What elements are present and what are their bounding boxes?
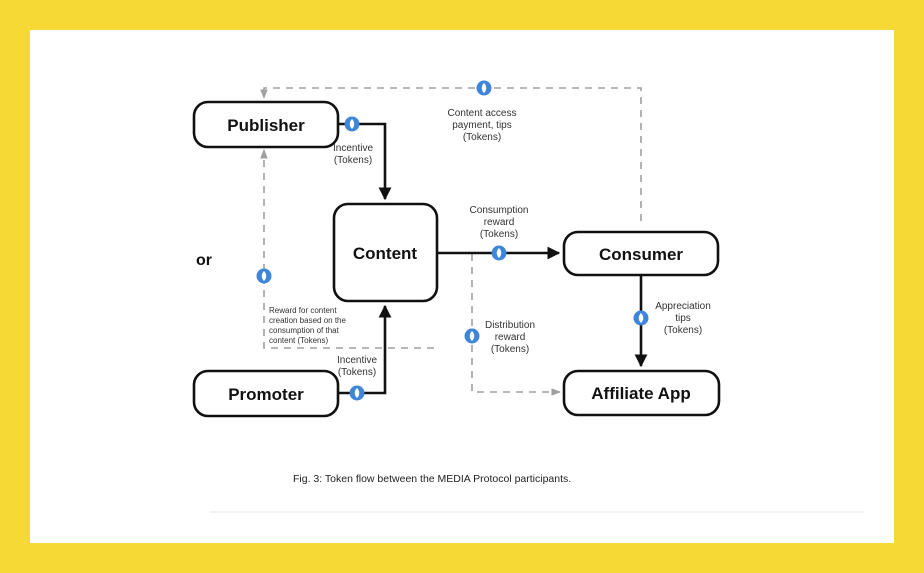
token-icon bbox=[464, 328, 480, 344]
label-line: Incentive bbox=[333, 143, 373, 154]
label-line: Incentive bbox=[337, 355, 377, 366]
node-publisher-label: Publisher bbox=[227, 116, 305, 135]
node-content: Content bbox=[332, 202, 439, 303]
label-content-access: Content access payment, tips (Tokens) bbox=[448, 108, 517, 143]
label-publisher-incentive: Incentive (Tokens) bbox=[333, 143, 373, 166]
token-icon bbox=[256, 268, 272, 284]
node-promoter-label: Promoter bbox=[228, 385, 304, 404]
label-line: (Tokens) bbox=[463, 132, 501, 143]
label-line: (Tokens) bbox=[664, 325, 702, 336]
label-line: (Tokens) bbox=[480, 229, 518, 240]
or-label: or bbox=[196, 252, 212, 269]
creation-reward-flow bbox=[260, 149, 434, 349]
node-publisher: Publisher bbox=[192, 100, 340, 149]
node-promoter: Promoter bbox=[192, 369, 340, 418]
distribution-reward-flow bbox=[471, 254, 561, 396]
label-consumption-reward: Consumption reward (Tokens) bbox=[470, 205, 529, 240]
label-distribution-reward: Distribution reward (Tokens) bbox=[485, 320, 535, 355]
label-line: (Tokens) bbox=[491, 344, 529, 355]
label-line: (Tokens) bbox=[334, 155, 372, 166]
label-line: creation based on the bbox=[269, 316, 346, 325]
node-consumer: Consumer bbox=[562, 230, 720, 277]
token-icon bbox=[633, 310, 649, 326]
label-line: payment, tips bbox=[452, 120, 511, 131]
label-line: (Tokens) bbox=[338, 367, 376, 378]
label-appreciation-tips: Appreciation tips (Tokens) bbox=[655, 301, 711, 336]
label-line: consumption of that bbox=[269, 326, 340, 335]
label-line: content (Tokens) bbox=[269, 336, 328, 345]
label-line: Consumption bbox=[470, 205, 529, 216]
label-creation-reward: Reward for content creation based on the… bbox=[269, 306, 346, 345]
label-line: Appreciation bbox=[655, 301, 711, 312]
token-icon bbox=[491, 245, 507, 261]
node-affiliate-app-label: Affiliate App bbox=[591, 384, 690, 403]
label-line: Reward for content bbox=[269, 306, 337, 315]
label-line: tips bbox=[675, 313, 691, 324]
token-icon bbox=[349, 385, 365, 401]
label-line: reward bbox=[484, 217, 515, 228]
label-line: reward bbox=[495, 332, 526, 343]
figure-caption: Fig. 3: Token flow between the MEDIA Pro… bbox=[293, 473, 571, 485]
node-affiliate-app: Affiliate App bbox=[562, 369, 721, 417]
token-icon bbox=[344, 116, 360, 132]
content-access-flow bbox=[260, 87, 642, 221]
figure-panel bbox=[30, 30, 894, 543]
node-consumer-label: Consumer bbox=[599, 245, 683, 264]
dashed-flows bbox=[260, 87, 642, 396]
divider bbox=[210, 511, 864, 513]
token-icon bbox=[476, 80, 492, 96]
label-line: Distribution bbox=[485, 320, 535, 331]
node-content-label: Content bbox=[353, 244, 418, 263]
label-line: Content access bbox=[448, 108, 517, 119]
label-promoter-incentive: Incentive (Tokens) bbox=[337, 355, 377, 378]
